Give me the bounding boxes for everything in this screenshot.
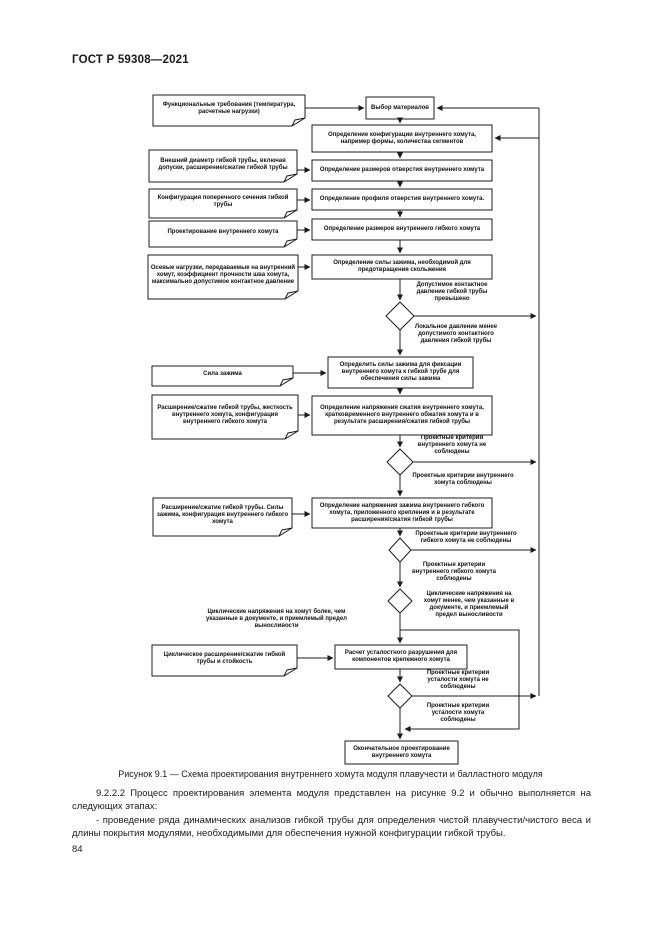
decision-diamonds: [385, 301, 415, 709]
step-define-shortterm-stress: Определение напряжения сжатия внутреннег…: [320, 405, 484, 425]
step-define-configuration: Определение конфигурации внутреннего хом…: [328, 131, 476, 145]
input-expansion-forces: Расширение/сжатие гибкой трубы. Силы заж…: [156, 504, 289, 525]
branch-contact-pressure-exceeded: Допустимое контактное давление гибкой тр…: [416, 281, 488, 302]
step-final-design: Окончательное проектирование внутреннего…: [353, 745, 450, 759]
branch-flex-criteria-not-met: Проектные критерии внутреннего гибкого х…: [415, 530, 517, 544]
flowchart-connectors: [292, 105, 540, 740]
paragraph-bullet: - проведение ряда динамических анализов …: [72, 815, 591, 839]
branch-cyclic-less: Циклические напряжения на хомут менее, ч…: [423, 591, 515, 618]
paragraph-9-2-2-2: 9.2.2.2 Процесс проектирования элемента …: [72, 788, 591, 812]
branch-criteria-met: Проектные критерии внутреннего хомута со…: [412, 472, 514, 486]
input-axial-loads: Осевые нагрузки, передаваемые на внутрен…: [150, 264, 296, 285]
step-define-bore-profile: Определение профиля отверстия внутреннег…: [319, 196, 485, 202]
page-number: 84: [72, 844, 83, 855]
step-define-bore-dimensions: Определение размеров отверстия внутренне…: [319, 167, 485, 173]
input-pipe-cross-section: Конфигурация поперечного сечения гибкой …: [157, 195, 289, 208]
step-define-fixing-forces: Определить силы зажима для фиксации внут…: [339, 362, 462, 382]
branch-local-pressure-ok: Локальное давление менее допустимого кон…: [414, 323, 498, 344]
branch-criteria-not-met: Проектные критерии внутреннего хомута не…: [417, 435, 487, 455]
branch-cyclic-greater: Циклические напряжения на хомут более, ч…: [206, 608, 347, 629]
input-expansion-stiffness: Расширение/сжатие гибкой трубы, жесткост…: [157, 404, 293, 425]
branch-flex-criteria-met: Проектные критерии внутреннего гибкого х…: [411, 562, 497, 582]
branch-fatigue-not-met: Проектные критерии усталости хомута не с…: [426, 669, 490, 690]
input-clamping-force: Сила зажима: [203, 370, 242, 377]
standard-number: ГОСТ Р 59308—2021: [72, 54, 189, 66]
figure-caption: Рисунок 9.1 — Схема проектирования внутр…: [118, 769, 543, 779]
step-define-clamp-dimensions: Определение размеров внутреннего гибкого…: [323, 226, 481, 232]
input-cyclic-expansion: Циклическое расширение/сжатие гибкой тру…: [163, 651, 286, 665]
input-internal-clamp-design: Проектирование внутреннего хомута: [167, 229, 279, 235]
step-define-clamping-force: Определение силы зажима, необходимой для…: [333, 260, 471, 273]
step-define-longterm-stress: Определение напряжения зажима внутреннег…: [319, 502, 485, 523]
input-functional-requirements: Функциональные требования (температура, …: [162, 102, 296, 115]
input-pipe-diameter: Внешний диаметр гибкой трубы, включая до…: [158, 157, 288, 171]
input-shapes: [147, 94, 306, 677]
step-material-selection: Выбор материалов: [371, 104, 429, 111]
process-shapes: [311, 96, 493, 765]
step-fatigue-calculation: Расчет усталостного разрушения для компо…: [344, 650, 458, 663]
branch-fatigue-met: Проектные критерии усталости хомута собл…: [426, 702, 490, 723]
bypass-line: [400, 629, 520, 732]
